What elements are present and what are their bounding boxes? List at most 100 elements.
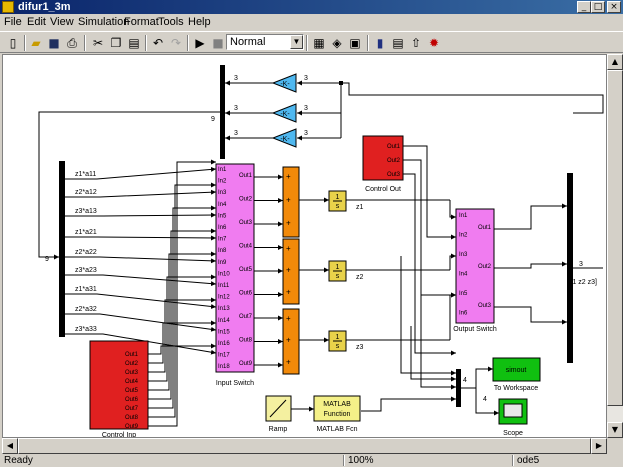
sum-block-2[interactable]: [282, 238, 300, 305]
input-switch-in-port-17: In17: [218, 353, 230, 359]
signal-line[interactable]: [148, 274, 216, 382]
undo-icon[interactable]: ↶: [152, 36, 164, 50]
output-mux-bar[interactable]: [567, 173, 573, 363]
signal-line[interactable]: [65, 235, 217, 241]
signal-line[interactable]: [449, 292, 456, 340]
menu-format[interactable]: Format: [124, 16, 159, 28]
library-browser-icon[interactable]: ▮: [376, 36, 384, 50]
signal-line[interactable]: [148, 320, 216, 364]
signal-line[interactable]: [148, 182, 216, 418]
signal-line[interactable]: [361, 396, 456, 412]
gain-block[interactable]: [271, 128, 297, 148]
start-simulation-icon[interactable]: ▶: [195, 36, 205, 50]
copy-icon[interactable]: ❐: [110, 36, 122, 50]
menu-help[interactable]: Help: [188, 16, 211, 28]
vertical-scrollbar[interactable]: ▲ ▼: [607, 54, 623, 438]
gain-label: -K-: [280, 136, 290, 143]
build-subsystem-icon[interactable]: ▣: [349, 36, 361, 50]
horizontal-scroll-thumb[interactable]: [18, 438, 591, 454]
gain-block[interactable]: [271, 103, 297, 123]
signal-line[interactable]: [148, 205, 216, 409]
signal-line[interactable]: [65, 256, 217, 264]
sum-block-1[interactable]: [282, 166, 300, 238]
matlab-fcn-block[interactable]: [313, 395, 361, 422]
signal-line[interactable]: [461, 366, 493, 389]
redo-icon[interactable]: ↷: [170, 36, 182, 50]
go-to-parent-icon[interactable]: ⇧: [410, 36, 422, 50]
signal-line[interactable]: [148, 251, 216, 391]
to-workspace-block[interactable]: [492, 357, 541, 382]
output-switch-out-port-3: Out3: [478, 303, 492, 309]
signal-line[interactable]: [148, 343, 216, 355]
maximize-button[interactable]: □: [591, 1, 605, 13]
control-inp-port-3: Out3: [125, 370, 139, 376]
signal-line[interactable]: [38, 111, 220, 260]
signal-line[interactable]: [494, 261, 567, 269]
output-switch-block[interactable]: [455, 208, 495, 324]
signal-line[interactable]: [148, 297, 216, 373]
menu-simulation[interactable]: Simulation: [78, 16, 130, 28]
sum-block-3[interactable]: [282, 308, 300, 375]
debug-icon[interactable]: ✹: [428, 36, 440, 50]
update-diagram-icon[interactable]: ◈: [332, 36, 342, 50]
signal-line[interactable]: [403, 145, 456, 240]
minimize-button[interactable]: _: [577, 1, 591, 13]
input-switch-in-port-1: In1: [218, 167, 227, 173]
print-icon[interactable]: ⎙: [67, 36, 77, 50]
signal-line[interactable]: [449, 200, 456, 220]
new-model-icon[interactable]: ▯: [9, 36, 17, 50]
open-folder-icon[interactable]: ▰: [31, 36, 41, 50]
input-mux-bar[interactable]: [59, 161, 65, 337]
scroll-down-icon[interactable]: ▼: [607, 422, 623, 438]
menu-tools[interactable]: Tools: [158, 16, 184, 28]
scroll-up-icon[interactable]: ▲: [607, 54, 623, 70]
build-icon[interactable]: ▦: [313, 36, 325, 50]
simulation-mode-select[interactable]: Normal ▼: [226, 34, 304, 50]
signal-line[interactable]: [403, 159, 456, 298]
menu-file[interactable]: File: [4, 16, 22, 28]
signal-line[interactable]: [343, 82, 604, 114]
vertical-scroll-thumb[interactable]: [607, 70, 623, 406]
signal-line[interactable]: [65, 274, 217, 287]
signal-line[interactable]: [65, 166, 217, 180]
signal-line[interactable]: [148, 159, 216, 427]
gain-block[interactable]: [271, 73, 297, 93]
signal-line[interactable]: [494, 306, 567, 325]
integrator-denominator: s: [336, 273, 340, 280]
signal-line[interactable]: [65, 189, 217, 198]
control-out-port-1: Out1: [387, 144, 401, 150]
horizontal-scrollbar[interactable]: ◀ ▶: [2, 438, 607, 454]
scroll-right-icon[interactable]: ▶: [591, 438, 607, 454]
signal-line[interactable]: [420, 196, 456, 390]
signal-line[interactable]: [65, 313, 217, 332]
control-out-block[interactable]: [362, 135, 404, 181]
menu-view[interactable]: View: [50, 16, 74, 28]
signal-line[interactable]: [65, 333, 217, 355]
signal-line[interactable]: [65, 212, 217, 218]
input-switch-block[interactable]: [215, 163, 255, 373]
feedback-mux-bar[interactable]: [220, 65, 225, 159]
scope-mux-bar[interactable]: [456, 369, 461, 407]
signal-label-z5: z2*a22: [75, 249, 97, 256]
menu-edit[interactable]: Edit: [27, 16, 46, 28]
signal-line[interactable]: [65, 293, 217, 309]
signal-line[interactable]: [403, 173, 456, 356]
signal-line[interactable]: [400, 256, 456, 376]
cut-icon[interactable]: ✂: [92, 36, 104, 50]
signal-line[interactable]: [449, 253, 456, 270]
control-inp-block[interactable]: [89, 340, 149, 430]
scroll-left-icon[interactable]: ◀: [2, 438, 18, 454]
close-button[interactable]: ×: [607, 1, 621, 13]
control-inp-port-7: Out7: [125, 406, 139, 412]
signal-line[interactable]: [494, 203, 567, 230]
stop-simulation-icon[interactable]: ■: [212, 36, 224, 50]
model-explorer-icon[interactable]: ▤: [392, 36, 404, 50]
signal-line[interactable]: [410, 326, 456, 382]
paste-icon[interactable]: ▤: [128, 36, 140, 50]
save-icon[interactable]: ■: [48, 36, 60, 50]
signal-line[interactable]: [475, 388, 499, 416]
chevron-down-icon[interactable]: ▼: [290, 35, 303, 49]
signal-line[interactable]: [148, 228, 216, 400]
